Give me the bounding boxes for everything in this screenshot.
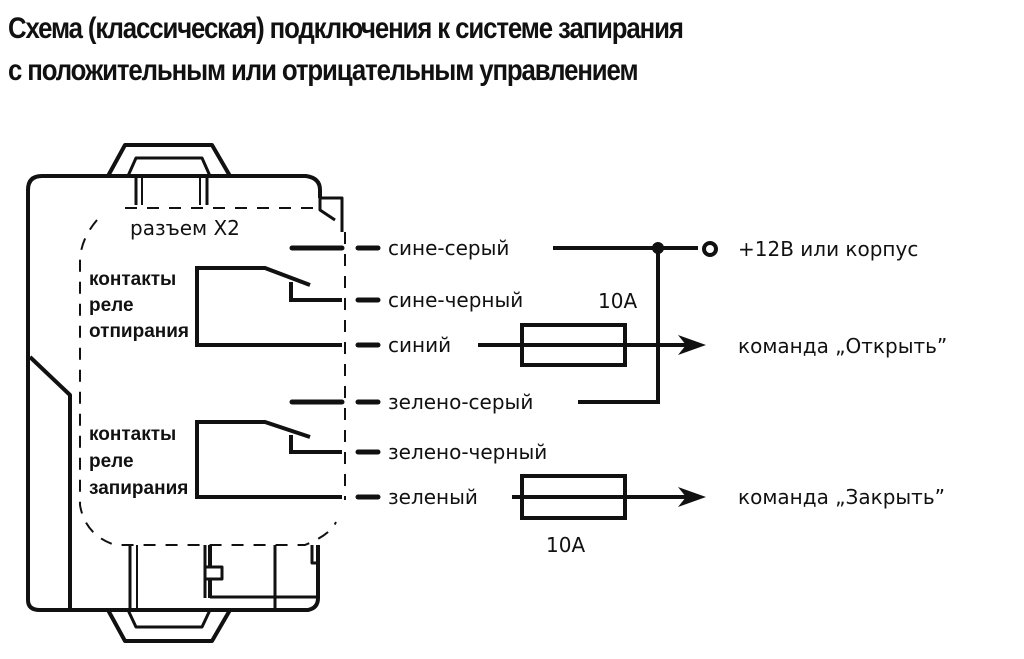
wire-label-green-black: зелено-черный <box>388 440 547 464</box>
power-terminal-icon <box>702 241 718 257</box>
relay-lock-label-1: контакты <box>89 424 176 445</box>
wire-label-blue: синий <box>388 333 451 357</box>
relay-lock-switch-symbol <box>195 420 342 499</box>
power-label: +12В или корпус <box>738 237 918 261</box>
wire-label-blue-gray: сине-серый <box>388 236 509 260</box>
wire-dashes <box>355 245 381 500</box>
relay-unlock-label-2: реле <box>89 295 134 316</box>
diagram-title-line-1: Схема (классическая) подключения к систе… <box>8 12 684 45</box>
relay-unlock-switch-symbol <box>195 266 342 347</box>
fuse-close-rating: 10A <box>546 533 585 557</box>
wire-label-blue-black: сине-черный <box>388 288 523 312</box>
open-command-label: команда „Открыть” <box>738 334 947 358</box>
wire-label-green: зеленый <box>388 485 478 509</box>
close-command-label: команда „Закрыть” <box>738 485 945 509</box>
relay-lock-label-2: реле <box>89 451 134 472</box>
relay-lock-group: контакты реле запирания <box>89 420 342 499</box>
relay-unlock-label-3: отпирания <box>89 321 189 342</box>
diagram-title-line-2: с положительным или отрицательным управл… <box>8 54 639 87</box>
relay-unlock-label-1: контакты <box>89 269 176 290</box>
junction-dot <box>652 242 664 254</box>
relay-lock-label-3: запирания <box>89 478 188 499</box>
arrow-right-icon <box>678 487 706 507</box>
connector-x2-outline <box>79 207 346 546</box>
connector-pin-stubs <box>289 245 345 405</box>
alarm-unit-housing <box>26 143 344 643</box>
wire-label-green-gray: зелено-серый <box>388 390 533 414</box>
relay-unlock-group: контакты реле отпирания <box>89 266 342 347</box>
connector-x2-label: разъем X2 <box>130 216 240 240</box>
fuse-open-rating: 10A <box>598 289 637 313</box>
arrow-right-icon <box>678 335 706 355</box>
